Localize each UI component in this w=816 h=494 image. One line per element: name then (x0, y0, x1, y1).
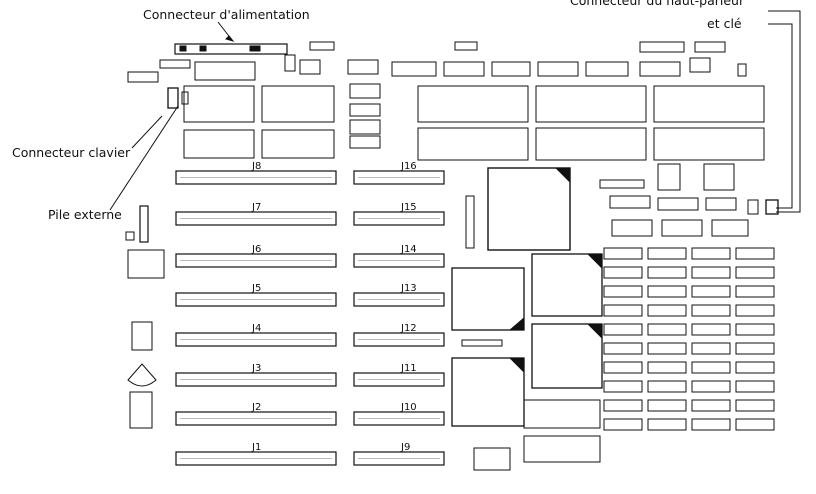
slot-j6 (175, 253, 337, 268)
memory-chip (691, 247, 731, 260)
slot-label-j1: J1 (251, 442, 261, 453)
slot-label-j13: J13 (400, 283, 417, 294)
memory-chip (691, 399, 731, 412)
memory-chip (647, 304, 687, 317)
slot-j2 (175, 411, 337, 426)
slot-j5 (175, 292, 337, 307)
slot-j4 (175, 332, 337, 347)
memory-chip (603, 342, 643, 355)
memory-chip (691, 342, 731, 355)
memory-chip (691, 285, 731, 298)
slot-label-j10: J10 (400, 402, 417, 413)
memory-chip (647, 399, 687, 412)
power-connector (174, 43, 288, 55)
memory-chip (735, 361, 775, 374)
keyboard-leader (131, 115, 163, 149)
slot-j12 (353, 332, 445, 347)
slot-j13 (353, 292, 445, 307)
slot-label-j8: J8 (251, 161, 261, 172)
memory-chip (735, 418, 775, 431)
slot-j15 (353, 211, 445, 226)
slot-j16 (353, 170, 445, 185)
slot-j1 (175, 451, 337, 466)
slot-label-j5: J5 (251, 283, 261, 294)
memory-chip (603, 266, 643, 279)
memory-chip (647, 285, 687, 298)
slot-label-j15: J15 (400, 202, 417, 213)
memory-chip (647, 361, 687, 374)
speaker-leader-2 (768, 23, 793, 209)
slot-label-j3: J3 (251, 363, 261, 374)
slot-j10 (353, 411, 445, 426)
cpu-chip (487, 167, 571, 251)
external-battery-label: Pile externe (48, 207, 122, 222)
slot-j8 (175, 170, 337, 185)
memory-chip (603, 418, 643, 431)
memory-chip (691, 361, 731, 374)
memory-chip (647, 323, 687, 336)
memory-chip (691, 304, 731, 317)
slot-label-j14: J14 (400, 244, 417, 255)
memory-chip (691, 266, 731, 279)
memory-chip (647, 418, 687, 431)
slot-label-j6: J6 (251, 244, 261, 255)
slot-label-j11: J11 (400, 363, 417, 374)
keyboard-connector (167, 87, 179, 109)
memory-chip (735, 323, 775, 336)
memory-chip (647, 342, 687, 355)
slot-label-j9: J9 (400, 442, 410, 453)
slot-j3 (175, 372, 337, 387)
memory-chip (735, 266, 775, 279)
slot-label-j12: J12 (400, 323, 417, 334)
memory-chip (691, 323, 731, 336)
memory-chip (735, 399, 775, 412)
speaker-connector (765, 199, 779, 215)
slot-label-j4: J4 (251, 323, 261, 334)
memory-chip (735, 285, 775, 298)
memory-chip (647, 247, 687, 260)
memory-chip (603, 399, 643, 412)
slot-j11 (353, 372, 445, 387)
slot-label-j2: J2 (251, 402, 261, 413)
memory-chip (735, 304, 775, 317)
memory-chip (603, 247, 643, 260)
memory-chip (603, 380, 643, 393)
power-arrow (225, 35, 235, 42)
power-connector-label: Connecteur d'alimentation (143, 7, 310, 22)
memory-chip (691, 418, 731, 431)
slot-j14 (353, 253, 445, 268)
slot-label-j16: J16 (400, 161, 417, 172)
slot-j9 (353, 451, 445, 466)
memory-chip (735, 247, 775, 260)
memory-chip (603, 285, 643, 298)
keyboard-connector-label: Connecteur clavier (12, 145, 131, 160)
memory-chip (603, 304, 643, 317)
memory-chip (735, 342, 775, 355)
memory-chip (691, 380, 731, 393)
memory-chip (647, 266, 687, 279)
speaker-key-label: et clé (707, 16, 742, 31)
external-battery (139, 205, 149, 243)
memory-chip (603, 323, 643, 336)
memory-chip (603, 361, 643, 374)
slot-j7 (175, 211, 337, 226)
speaker-connector-label: Connecteur du haut-parleur (570, 0, 745, 8)
battery-leader (109, 105, 179, 211)
memory-chip (647, 380, 687, 393)
memory-chip (735, 380, 775, 393)
speaker-leader (768, 10, 801, 213)
slot-label-j7: J7 (251, 202, 261, 213)
